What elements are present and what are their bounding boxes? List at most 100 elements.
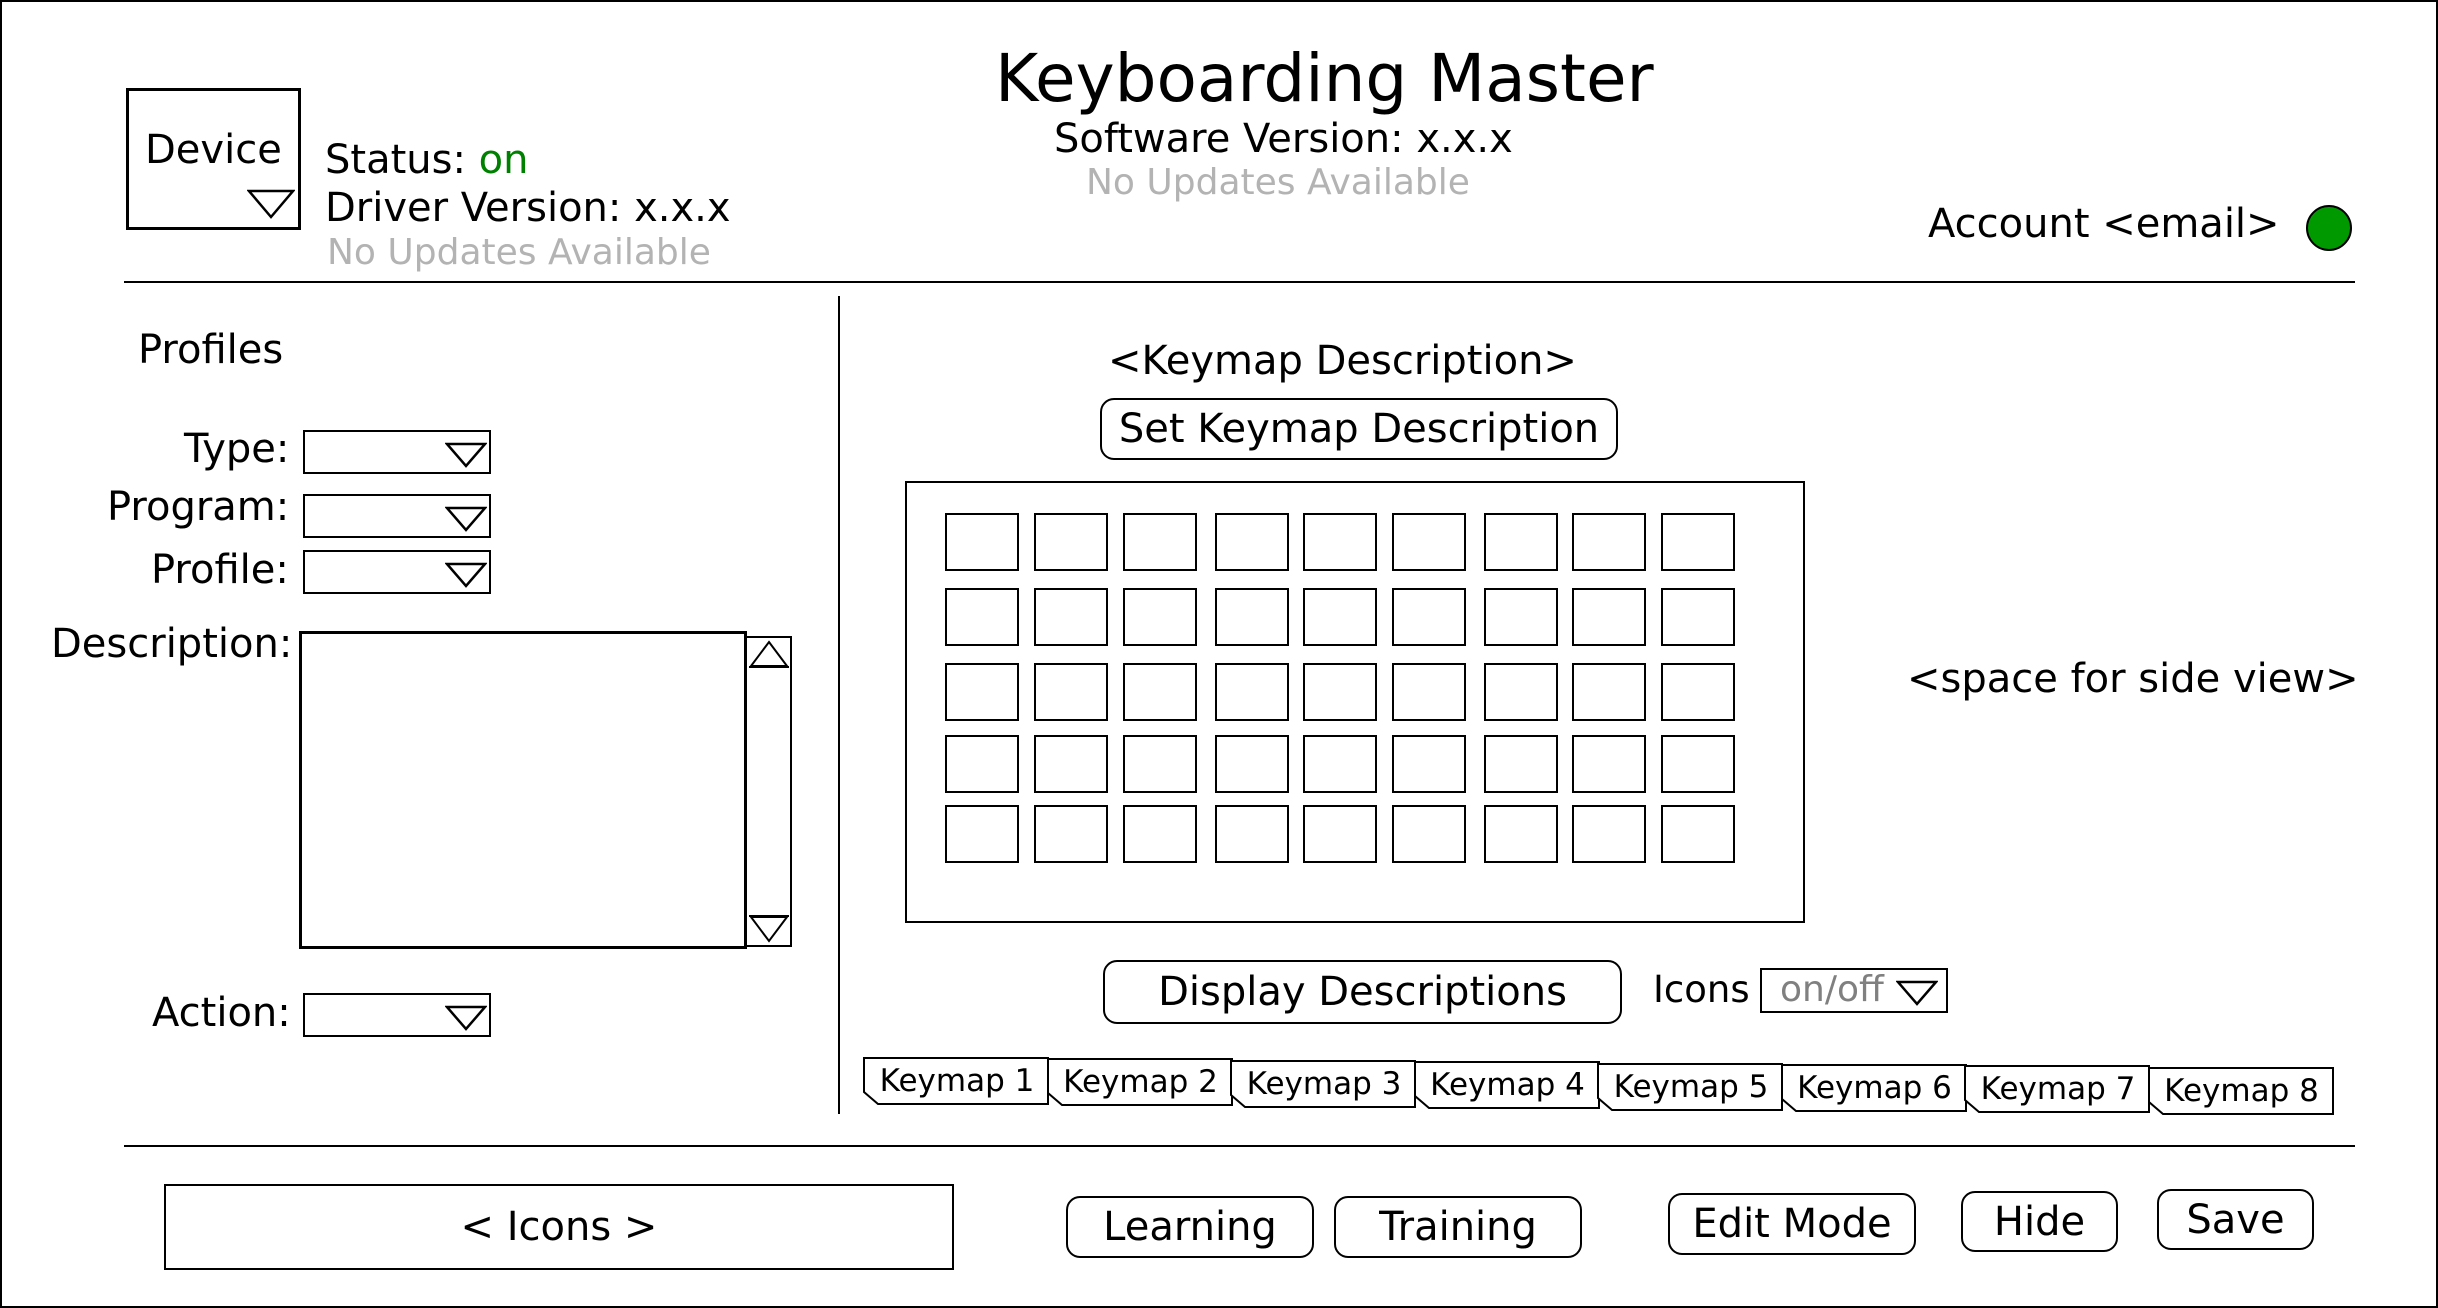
key-r4-c7[interactable] bbox=[1484, 735, 1558, 793]
chevron-down-triangle-icon bbox=[445, 562, 487, 588]
icons-toggle-select[interactable]: on/off bbox=[1760, 968, 1948, 1013]
icons-select-value: on/off bbox=[1780, 969, 1884, 1010]
footer-divider bbox=[124, 1145, 2355, 1147]
software-version: Software Version: x.x.x bbox=[1054, 116, 1513, 162]
key-r4-c4[interactable] bbox=[1215, 735, 1289, 793]
account-status-indicator bbox=[2306, 205, 2352, 251]
key-r2-c3[interactable] bbox=[1123, 588, 1197, 646]
key-r4-c6[interactable] bbox=[1392, 735, 1466, 793]
key-r3-c1[interactable] bbox=[945, 663, 1019, 721]
key-r1-c3[interactable] bbox=[1123, 513, 1197, 571]
key-r5-c6[interactable] bbox=[1392, 805, 1466, 863]
key-r2-c2[interactable] bbox=[1034, 588, 1108, 646]
description-textarea[interactable] bbox=[299, 631, 747, 949]
key-r4-c8[interactable] bbox=[1572, 735, 1646, 793]
learning-button[interactable]: Learning bbox=[1066, 1196, 1314, 1258]
icons-area: < Icons > bbox=[164, 1184, 954, 1270]
key-r5-c3[interactable] bbox=[1123, 805, 1197, 863]
chevron-down-triangle-icon bbox=[247, 189, 295, 219]
action-select[interactable] bbox=[303, 993, 491, 1037]
type-select[interactable] bbox=[303, 430, 491, 474]
program-select[interactable] bbox=[303, 494, 491, 538]
action-label: Action: bbox=[152, 990, 291, 1036]
key-r3-c8[interactable] bbox=[1572, 663, 1646, 721]
device-selector[interactable]: Device bbox=[126, 88, 301, 230]
training-button[interactable]: Training bbox=[1334, 1196, 1582, 1258]
key-r3-c4[interactable] bbox=[1215, 663, 1289, 721]
edit-mode-button[interactable]: Edit Mode bbox=[1668, 1193, 1916, 1255]
key-r2-c1[interactable] bbox=[945, 588, 1019, 646]
description-scrollbar[interactable] bbox=[745, 636, 792, 947]
tab-keymap-7[interactable]: Keymap 7 bbox=[1963, 1064, 2153, 1114]
key-r5-c5[interactable] bbox=[1303, 805, 1377, 863]
tab-outline bbox=[1964, 1065, 2150, 1114]
key-r3-c5[interactable] bbox=[1303, 663, 1377, 721]
software-update-status: No Updates Available bbox=[1086, 162, 1470, 203]
display-descriptions-button[interactable]: Display Descriptions bbox=[1103, 960, 1622, 1024]
key-r5-c1[interactable] bbox=[945, 805, 1019, 863]
driver-version: Driver Version: x.x.x bbox=[325, 185, 731, 231]
key-r4-c1[interactable] bbox=[945, 735, 1019, 793]
driver-update-status: No Updates Available bbox=[327, 232, 711, 273]
hide-button[interactable]: Hide bbox=[1961, 1191, 2118, 1252]
key-r1-c2[interactable] bbox=[1034, 513, 1108, 571]
key-r5-c2[interactable] bbox=[1034, 805, 1108, 863]
tab-keymap-8[interactable]: Keymap 8 bbox=[2147, 1066, 2337, 1116]
key-r2-c7[interactable] bbox=[1484, 588, 1558, 646]
account-label[interactable]: Account <email> bbox=[1928, 201, 2280, 247]
key-r5-c4[interactable] bbox=[1215, 805, 1289, 863]
tab-outline bbox=[1780, 1064, 1967, 1112]
key-r3-c9[interactable] bbox=[1661, 663, 1735, 721]
tab-keymap-2[interactable]: Keymap 2 bbox=[1046, 1057, 1236, 1107]
key-r5-c9[interactable] bbox=[1661, 805, 1735, 863]
tab-keymap-4[interactable]: Keymap 4 bbox=[1413, 1060, 1603, 1110]
key-r1-c8[interactable] bbox=[1572, 513, 1646, 571]
key-r3-c2[interactable] bbox=[1034, 663, 1108, 721]
tab-keymap-3[interactable]: Keymap 3 bbox=[1229, 1059, 1419, 1109]
tab-keymap-5[interactable]: Keymap 5 bbox=[1596, 1062, 1786, 1112]
tab-outline bbox=[863, 1057, 1049, 1105]
key-r4-c3[interactable] bbox=[1123, 735, 1197, 793]
key-r2-c4[interactable] bbox=[1215, 588, 1289, 646]
scroll-up-arrow-icon[interactable] bbox=[749, 640, 789, 668]
scroll-down-arrow-icon[interactable] bbox=[749, 915, 789, 943]
key-r1-c1[interactable] bbox=[945, 513, 1019, 571]
set-keymap-description-button[interactable]: Set Keymap Description bbox=[1100, 398, 1618, 460]
profile-select[interactable] bbox=[303, 550, 491, 594]
key-r1-c7[interactable] bbox=[1484, 513, 1558, 571]
header-divider bbox=[124, 281, 2355, 283]
keyboard-layout bbox=[905, 481, 1805, 923]
key-r3-c3[interactable] bbox=[1123, 663, 1197, 721]
tab-keymap-1[interactable]: Keymap 1 bbox=[862, 1056, 1052, 1106]
key-r2-c5[interactable] bbox=[1303, 588, 1377, 646]
key-r3-c7[interactable] bbox=[1484, 663, 1558, 721]
key-r1-c9[interactable] bbox=[1661, 513, 1735, 571]
tab-label: Keymap 1 bbox=[879, 1063, 1035, 1099]
key-r2-c6[interactable] bbox=[1392, 588, 1466, 646]
key-r2-c8[interactable] bbox=[1572, 588, 1646, 646]
tab-label: Keymap 4 bbox=[1430, 1067, 1585, 1104]
profiles-title: Profiles bbox=[138, 327, 284, 373]
key-r4-c5[interactable] bbox=[1303, 735, 1377, 793]
save-button[interactable]: Save bbox=[2157, 1189, 2314, 1250]
tab-outline bbox=[1046, 1058, 1233, 1107]
key-r1-c5[interactable] bbox=[1303, 513, 1377, 571]
profile-label: Profile: bbox=[151, 547, 289, 593]
key-r1-c4[interactable] bbox=[1215, 513, 1289, 571]
side-view-placeholder: <space for side view> bbox=[1907, 656, 2359, 702]
key-r5-c8[interactable] bbox=[1572, 805, 1646, 863]
key-r1-c6[interactable] bbox=[1392, 513, 1466, 571]
panel-divider bbox=[838, 296, 840, 1114]
description-label: Description: bbox=[51, 621, 293, 667]
chevron-down-triangle-icon bbox=[445, 1005, 487, 1031]
keymap-description: <Keymap Description> bbox=[1108, 338, 1577, 384]
key-r4-c9[interactable] bbox=[1661, 735, 1735, 793]
tab-label: Keymap 3 bbox=[1246, 1065, 1402, 1102]
key-r5-c7[interactable] bbox=[1484, 805, 1558, 863]
chevron-down-triangle-icon bbox=[445, 506, 487, 532]
tab-keymap-6[interactable]: Keymap 6 bbox=[1780, 1063, 1970, 1113]
key-r3-c6[interactable] bbox=[1392, 663, 1466, 721]
type-label: Type: bbox=[184, 426, 290, 472]
key-r4-c2[interactable] bbox=[1034, 735, 1108, 793]
key-r2-c9[interactable] bbox=[1661, 588, 1735, 646]
